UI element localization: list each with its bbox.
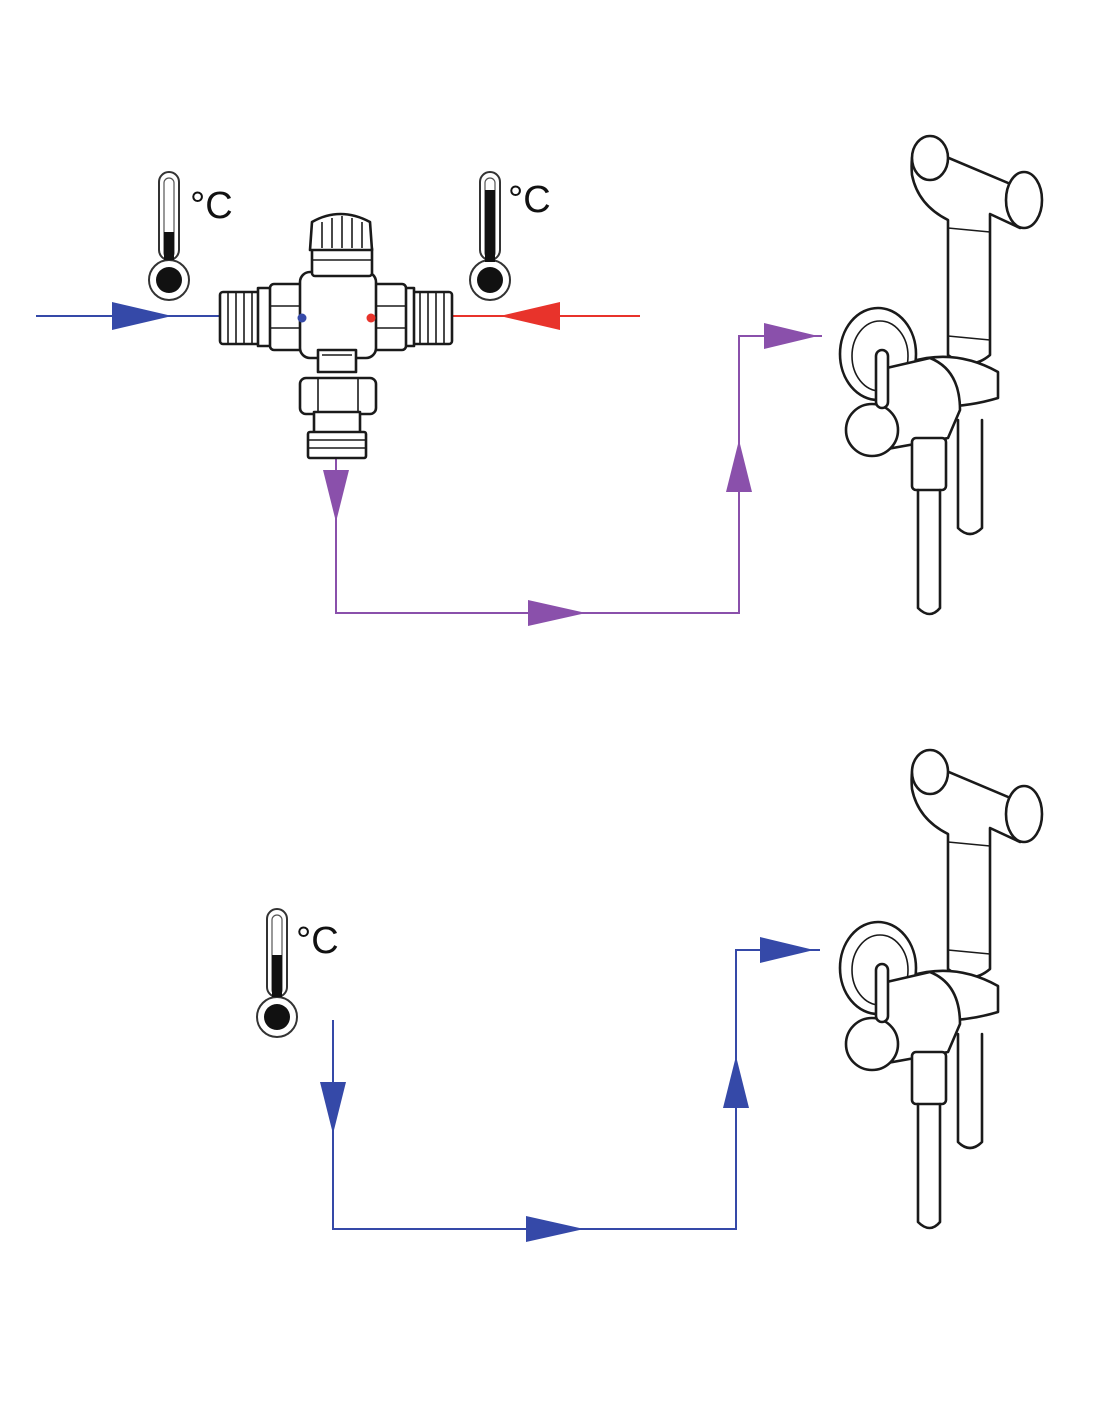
cold-water-pipe — [332, 949, 820, 1230]
hot-inlet-arrow — [500, 302, 560, 330]
cold-arrow-to-outlet — [760, 937, 814, 963]
temperature-unit-label: °C — [508, 179, 551, 221]
mixed-arrow-right — [528, 600, 586, 626]
mixed-arrow-down — [323, 470, 349, 522]
temperature-unit-label: °C — [296, 920, 339, 962]
cold-arrow-down — [320, 1082, 346, 1134]
mixed-arrow-to-outlet — [764, 323, 818, 349]
cold-marker — [297, 313, 307, 323]
thermometer-icon — [469, 171, 511, 301]
mixed-outlet-pipe — [335, 335, 822, 614]
thermometer-icon — [256, 908, 298, 1038]
bidet-shower-set — [838, 134, 1044, 616]
top-circuit: °C °C — [36, 134, 1044, 626]
cold-inlet-arrow — [112, 302, 172, 330]
mixed-arrow-up — [726, 440, 752, 492]
cold-arrow-right — [526, 1216, 584, 1242]
bottom-circuit: °C — [256, 748, 1044, 1242]
thermostatic-mixing-valve — [218, 212, 454, 460]
temperature-unit-label: °C — [190, 185, 233, 227]
cold-arrow-up — [723, 1056, 749, 1108]
hot-marker — [366, 313, 376, 323]
bidet-shower-set — [838, 748, 1044, 1230]
thermometer-icon — [148, 171, 190, 301]
